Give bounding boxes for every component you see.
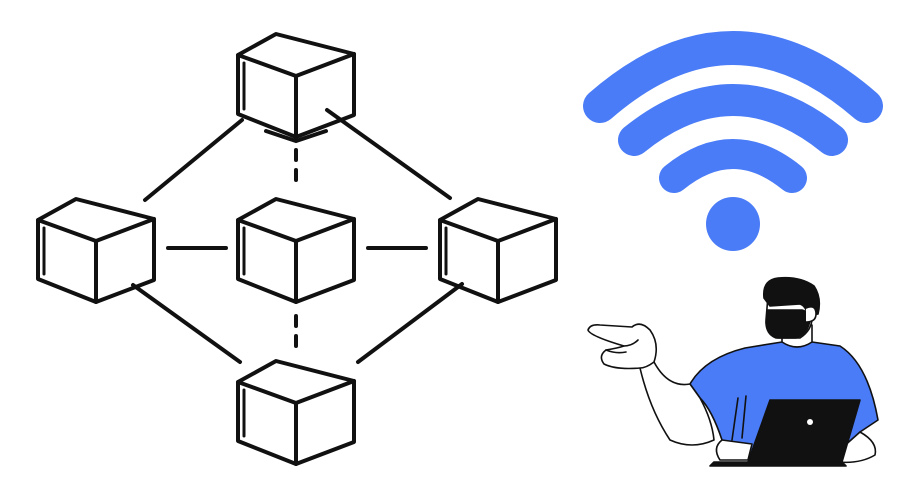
wifi-arc-inner bbox=[659, 139, 807, 193]
block-right bbox=[438, 197, 558, 304]
person-left-forearm bbox=[715, 439, 753, 461]
wifi-arc-outer bbox=[583, 31, 883, 123]
link-bottom-left bbox=[131, 283, 242, 364]
block-top bbox=[236, 32, 356, 144]
wifi-icon bbox=[583, 31, 883, 251]
link-top-left bbox=[143, 118, 244, 202]
wifi-dot bbox=[706, 197, 760, 251]
person-ear bbox=[805, 306, 817, 323]
person-hair bbox=[762, 276, 821, 317]
laptop-logo-icon bbox=[807, 419, 813, 425]
wifi-arc-middle bbox=[618, 84, 848, 156]
link-top-right bbox=[325, 108, 452, 200]
person-beard bbox=[765, 309, 811, 339]
network-links bbox=[131, 108, 464, 364]
block-bottom bbox=[236, 359, 356, 466]
link-bottom-right bbox=[356, 282, 464, 364]
blockchain-network bbox=[36, 32, 558, 466]
person-with-laptop bbox=[587, 276, 879, 467]
laptop-base bbox=[709, 461, 847, 467]
block-center bbox=[236, 197, 356, 304]
person-pointing-arm bbox=[639, 361, 715, 446]
block-left bbox=[36, 197, 156, 304]
person-pointing-hand bbox=[587, 323, 658, 370]
